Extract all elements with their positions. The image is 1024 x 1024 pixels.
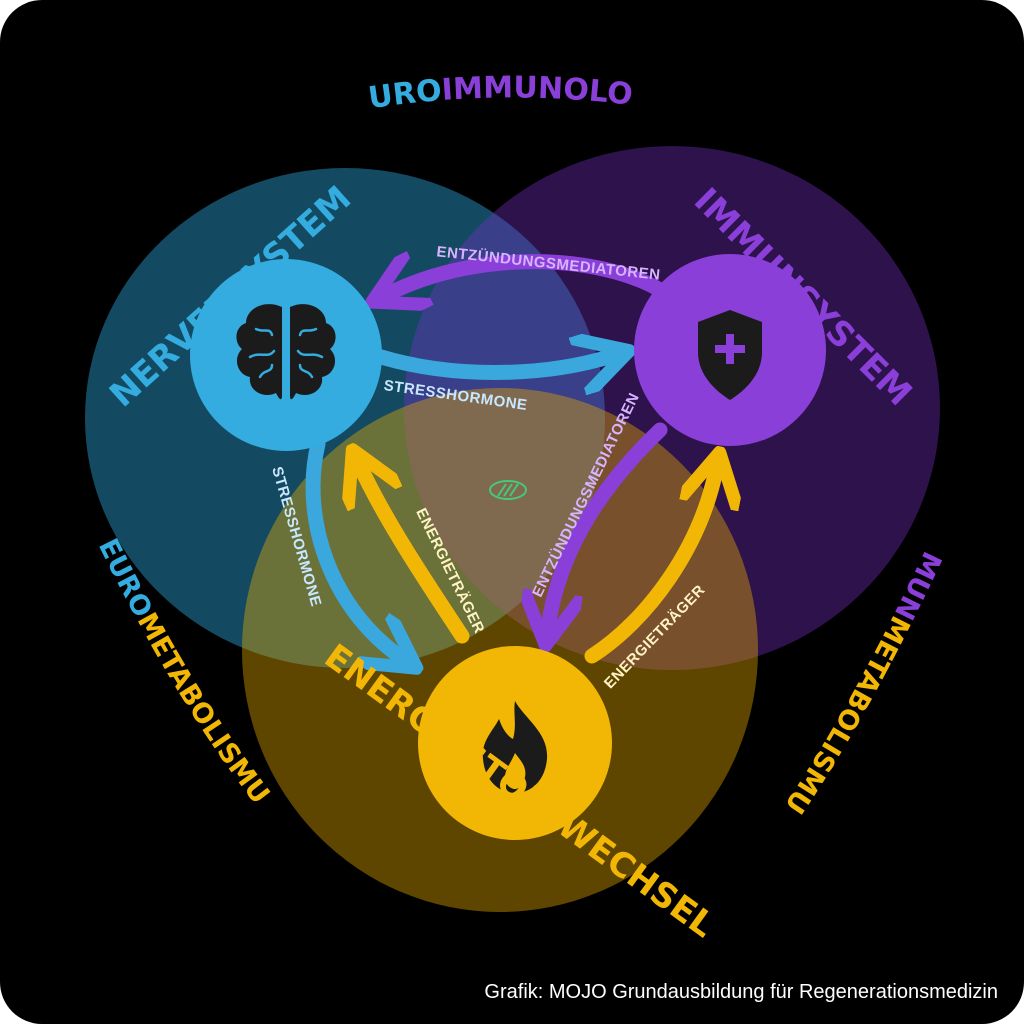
arrow-immune-to-energy <box>548 422 668 628</box>
arrows <box>305 262 716 664</box>
credit-text: Grafik: MOJO Grundausbildung für Regener… <box>484 981 998 1003</box>
nervous-system-node <box>190 259 382 451</box>
center-mark-icon <box>489 480 527 500</box>
arrow-energy-to-immune <box>584 470 716 664</box>
flame-icon <box>482 701 548 793</box>
arrow-energy-to-nervous <box>360 466 470 644</box>
arrow-nervous-to-energy <box>305 436 402 658</box>
arrow-immune-to-nervous <box>388 262 668 294</box>
shield-plus-icon <box>698 310 762 400</box>
arrow-nervous-to-immune <box>370 356 612 373</box>
brain-icon <box>236 304 336 400</box>
